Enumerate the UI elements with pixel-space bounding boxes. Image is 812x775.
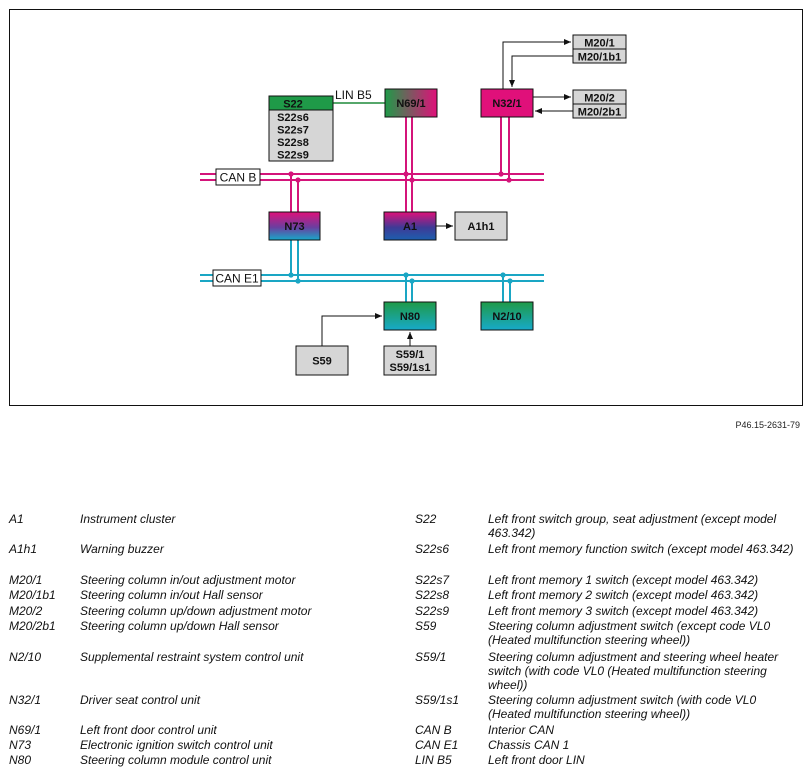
legend-code: S22s7 <box>415 573 450 587</box>
legend-code: N2/10 <box>9 650 42 664</box>
can-b-label: CAN B <box>220 171 257 185</box>
can-e1-junctions <box>288 272 513 284</box>
legend-description: Steering column adjustment and steering … <box>488 650 779 692</box>
legend-code: CAN E1 <box>415 738 459 752</box>
legend-code: N80 <box>9 753 32 767</box>
legend-code: N32/1 <box>9 693 42 707</box>
s59-1s1-label: S59/1s1 <box>390 362 431 374</box>
network-diagram: LIN B5 CAN B CAN E1 S22 S22s6 S22s7 S22s… <box>9 9 803 406</box>
legend-description: Steering column up/down adjustment motor <box>80 604 312 618</box>
s22-switch-group: S22 S22s6 S22s7 S22s8 S22s9 <box>268 95 334 162</box>
m20-connections <box>502 39 573 114</box>
s59-to-n80-arrow <box>321 313 382 346</box>
legend-description: Supplemental restraint system control un… <box>80 650 304 664</box>
legend-description: Steering column up/down Hall sensor <box>80 619 279 633</box>
a1-node: A1 <box>383 211 437 241</box>
legend-code: S59 <box>415 619 437 633</box>
legend-code: M20/1 <box>9 573 43 587</box>
legend-description: Steering column adjustment switch (with … <box>488 693 757 721</box>
legend-description: Left front door control unit <box>80 723 217 737</box>
legend-description: Left front switch group, seat adjustment… <box>488 512 777 540</box>
m20-2b1-label: M20/2b1 <box>578 107 621 119</box>
s22s8-label: S22s8 <box>277 137 309 149</box>
s22s6-label: S22s6 <box>277 112 309 124</box>
can-e1-label-box: CAN E1 <box>212 269 262 287</box>
legend-code: A1h1 <box>9 542 38 556</box>
lin-b5-label: LIN B5 <box>335 88 372 102</box>
s22-label: S22 <box>283 99 303 111</box>
figure-reference: P46.15-2631-79 <box>735 420 800 430</box>
legend-description: Interior CAN <box>488 723 555 737</box>
s59-node: S59 <box>295 345 349 376</box>
legend-description: Driver seat control unit <box>80 693 201 707</box>
n80-label: N80 <box>400 311 420 323</box>
s59-1-node: S59/1 S59/1s1 <box>383 345 437 376</box>
m20-2-group: M20/2 M20/2b1 <box>572 89 627 119</box>
legend-description: Left front door LIN <box>488 753 585 767</box>
can-b-label-box: CAN B <box>215 168 261 186</box>
legend-description: Steering column adjustment switch (excep… <box>488 619 771 647</box>
legend-code: S59/1 <box>415 650 447 664</box>
can-e1-label: CAN E1 <box>215 272 259 286</box>
s59-1-label: S59/1 <box>396 349 425 361</box>
legend-code: M20/2 <box>9 604 43 618</box>
legend-description: Steering column in/out adjustment motor <box>80 573 296 587</box>
legend-description: Left front memory function switch (excep… <box>488 542 794 556</box>
a1-label: A1 <box>403 221 417 233</box>
a1h1-label: A1h1 <box>468 221 495 233</box>
can-b-junctions <box>288 171 512 183</box>
legend-code: LIN B5 <box>415 753 452 767</box>
legend-description: Instrument cluster <box>80 512 176 526</box>
m20-1b1-label: M20/1b1 <box>578 52 621 64</box>
n2-10-label: N2/10 <box>492 311 521 323</box>
legend-code: M20/1b1 <box>9 588 56 602</box>
m20-1-label: M20/1 <box>584 38 615 50</box>
n80-node: N80 <box>383 301 437 331</box>
legend-description: Steering column module control unit <box>80 753 272 767</box>
legend-description: Left front memory 2 switch (except model… <box>488 588 759 602</box>
legend-description: Electronic ignition switch control unit <box>80 738 273 752</box>
s59-label: S59 <box>312 356 332 368</box>
legend-description: Left front memory 1 switch (except model… <box>488 573 759 587</box>
legend-code: N73 <box>9 738 32 752</box>
legend-code: CAN B <box>415 723 452 737</box>
n32-1-node: N32/1 <box>480 88 534 118</box>
m20-1-group: M20/1 M20/1b1 <box>572 34 627 64</box>
legend-code: S22s8 <box>415 588 450 602</box>
s22s9-label: S22s9 <box>277 150 309 162</box>
a1h1-node: A1h1 <box>454 211 508 241</box>
legend-description: Warning buzzer <box>80 542 164 556</box>
n2-10-node: N2/10 <box>480 301 534 331</box>
legend-description: Chassis CAN 1 <box>488 738 570 752</box>
legend-code: N69/1 <box>9 723 42 737</box>
legend-code: S22s9 <box>415 604 450 618</box>
legend-description: Left front memory 3 switch (except model… <box>488 604 759 618</box>
n32-1-label: N32/1 <box>492 98 521 110</box>
legend-code: S59/1s1 <box>415 693 460 707</box>
m20-2-label: M20/2 <box>584 93 615 105</box>
n73-label: N73 <box>284 221 304 233</box>
legend-description: Steering column in/out Hall sensor <box>80 588 263 602</box>
n69-1-node: N69/1 <box>384 88 438 118</box>
legend-code: S22 <box>415 512 437 526</box>
legend-code: S22s6 <box>415 542 450 556</box>
legend-code: M20/2b1 <box>9 619 56 633</box>
s22s7-label: S22s7 <box>277 125 309 137</box>
legend-code: A1 <box>9 512 24 526</box>
n73-node: N73 <box>268 211 321 241</box>
n69-1-label: N69/1 <box>396 98 425 110</box>
